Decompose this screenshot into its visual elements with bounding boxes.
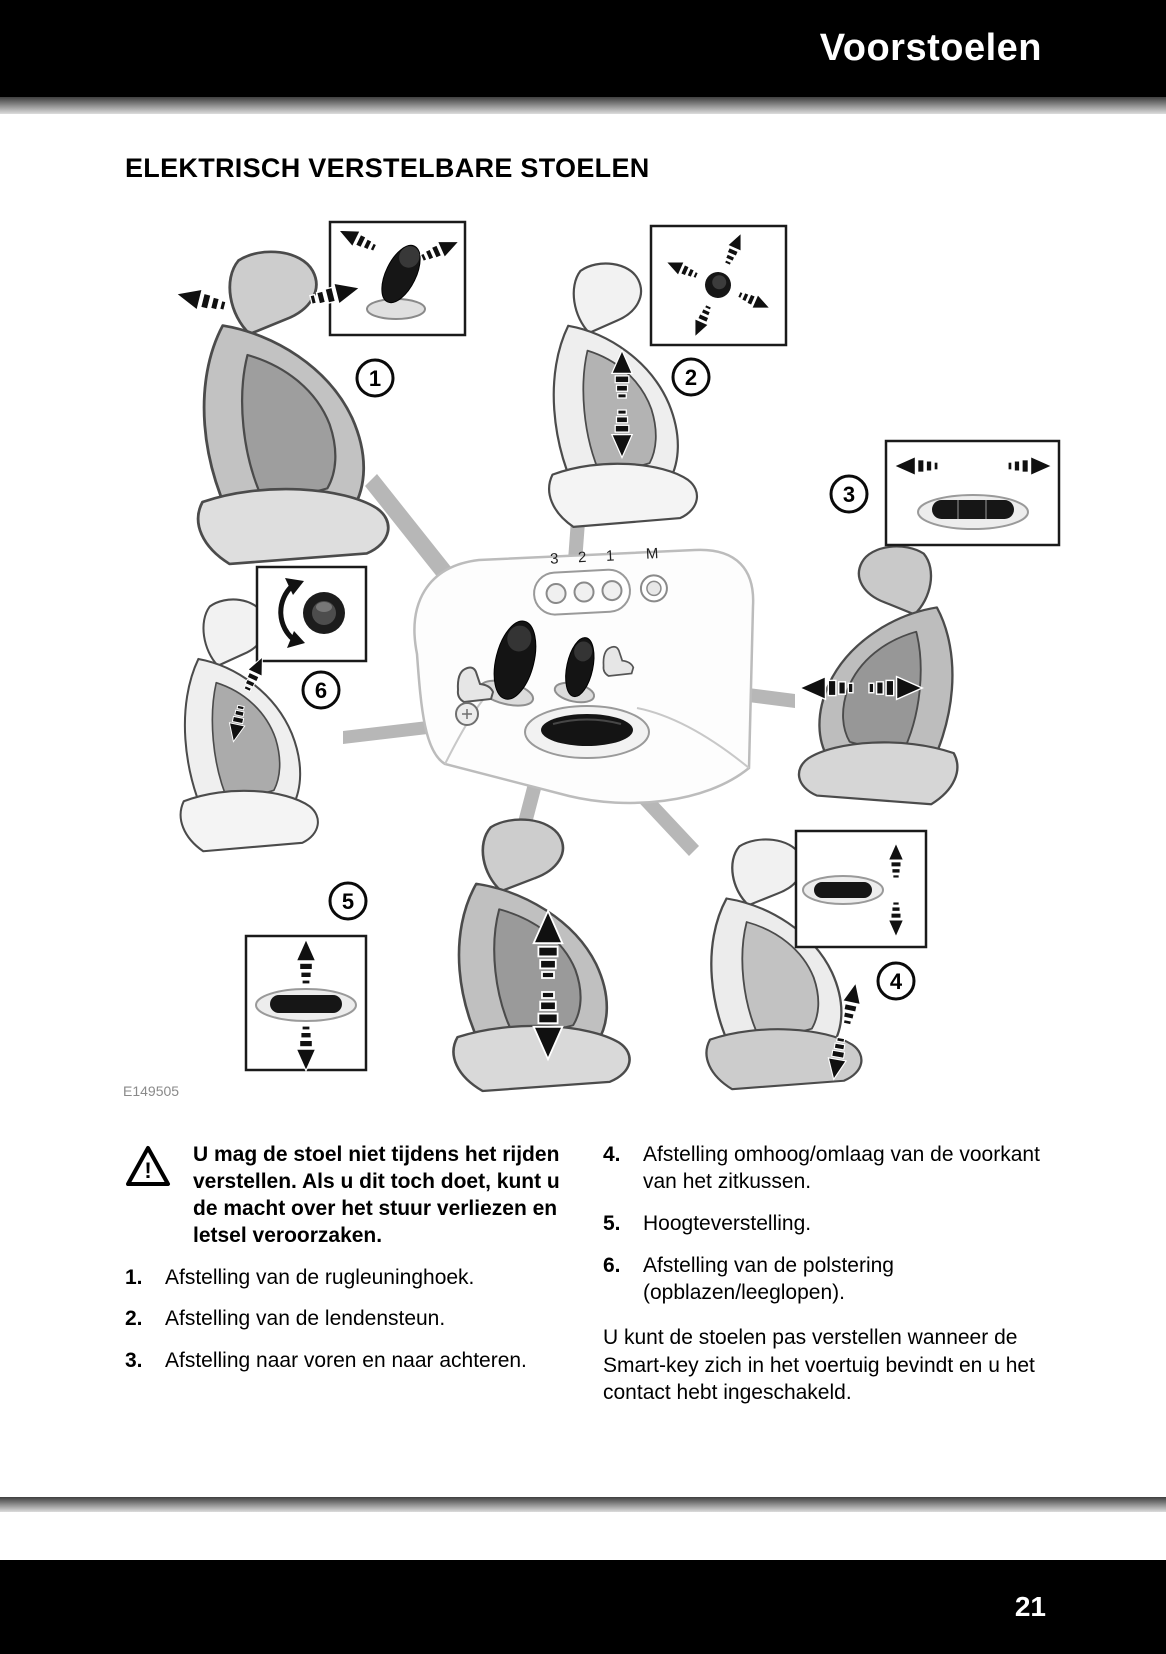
callout-2: 2 xyxy=(671,357,711,397)
center-console-illustration: 3 2 1 M xyxy=(413,545,755,805)
control-inset-fore-aft xyxy=(884,439,1061,547)
svg-text:2: 2 xyxy=(685,365,697,390)
svg-text:1: 1 xyxy=(369,366,381,391)
item-text: Hoogteverstelling. xyxy=(643,1211,812,1235)
item-text: Afstelling van de lendensteun. xyxy=(165,1307,446,1331)
svg-text:!: ! xyxy=(144,1158,151,1183)
callout-4: 4 xyxy=(876,961,916,1001)
item-text: Afstelling naar voren en naar achteren. xyxy=(165,1349,527,1373)
callout-5: 5 xyxy=(328,881,368,921)
svg-text:5: 5 xyxy=(342,889,354,914)
list-item: 4. Afstelling omhoog/omlaag van de voork… xyxy=(603,1142,1045,1196)
svg-text:4: 4 xyxy=(890,969,903,994)
control-inset-cushion-tilt xyxy=(794,829,928,949)
memory-label-m: M xyxy=(645,545,658,563)
warning-triangle-icon: ! xyxy=(125,1142,171,1250)
list-item: 5. Hoogteverstelling. xyxy=(603,1211,1045,1238)
control-inset-height xyxy=(244,934,368,1072)
console-oval-control xyxy=(524,705,650,759)
warning-block: ! U mag de stoel niet tijdens het rijden… xyxy=(125,1142,563,1250)
text-column-right: 4. Afstelling omhoog/omlaag van de voork… xyxy=(603,1142,1045,1406)
footer-divider xyxy=(0,1497,1166,1512)
item-number: 6. xyxy=(603,1253,621,1277)
control-inset-lumbar-4way xyxy=(649,224,788,347)
page-footer-bar: 21 xyxy=(0,1560,1166,1654)
memory-button-panel: 3 2 1 M xyxy=(533,545,668,616)
control-inset-recline xyxy=(328,220,467,337)
memory-label-1: 1 xyxy=(606,547,615,564)
list-item: 2. Afstelling van de lendensteun. xyxy=(125,1306,563,1333)
section-title: ELEKTRISCH VERSTELBARE STOELEN xyxy=(125,153,650,183)
seat-control-joystick-right xyxy=(553,637,596,704)
warning-text: U mag de stoel niet tijdens het rijden v… xyxy=(193,1143,560,1247)
item-text: Afstelling van de polstering (opblazen/l… xyxy=(643,1253,894,1304)
item-number: 3. xyxy=(125,1349,143,1373)
seat-3-illustration xyxy=(797,545,959,806)
mini-seat-icon-right xyxy=(602,645,635,677)
list-item: 3. Afstelling naar voren en naar achtere… xyxy=(125,1348,563,1375)
closing-paragraph: U kunt de stoelen pas verstellen wanneer… xyxy=(603,1326,1035,1404)
svg-text:3: 3 xyxy=(843,482,855,507)
seat-control-joystick-left xyxy=(479,620,537,707)
item-text: Afstelling van de rugleuninghoek. xyxy=(165,1265,475,1289)
console-round-button xyxy=(455,702,479,726)
seats-adjustment-figure: 3 2 1 M xyxy=(123,220,1061,1099)
page-number: 21 xyxy=(1014,1591,1046,1622)
memory-label-3: 3 xyxy=(550,550,559,567)
list-item: 6. Afstelling van de polstering (opblaze… xyxy=(603,1253,1045,1307)
item-number: 4. xyxy=(603,1143,621,1166)
svg-text:6: 6 xyxy=(315,678,327,703)
list-item: 1. Afstelling van de rugleuninghoek. xyxy=(125,1265,563,1292)
control-inset-bolster-knob xyxy=(255,565,368,663)
callout-1: 1 xyxy=(355,358,395,398)
item-number: 2. xyxy=(125,1307,143,1331)
callout-3: 3 xyxy=(829,474,869,514)
item-text: Afstelling omhoog/omlaag van de voorkant… xyxy=(643,1143,1040,1193)
item-number: 1. xyxy=(125,1265,143,1289)
text-column-left: ! U mag de stoel niet tijdens het rijden… xyxy=(125,1142,563,1375)
page-header-bar: Voorstoelen xyxy=(0,0,1166,97)
header-divider xyxy=(0,97,1166,114)
callout-6: 6 xyxy=(301,670,341,710)
figure-code: E149505 xyxy=(123,1083,179,1099)
mini-seat-icon-left xyxy=(456,666,495,704)
item-number: 5. xyxy=(603,1211,621,1235)
memory-label-2: 2 xyxy=(578,549,587,566)
chapter-title: Voorstoelen xyxy=(819,27,1042,69)
